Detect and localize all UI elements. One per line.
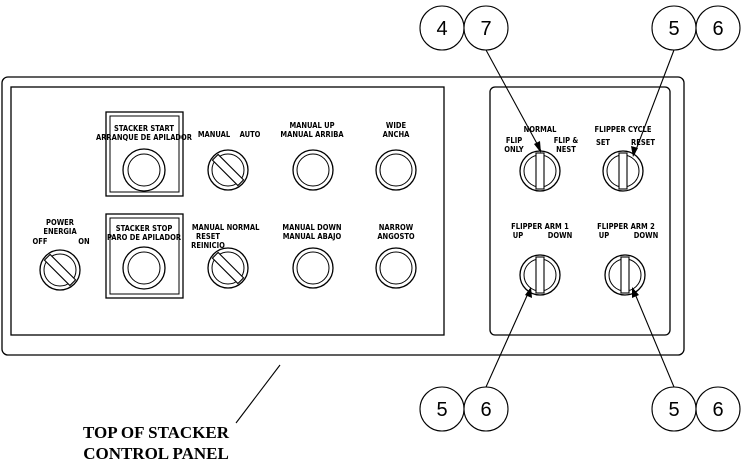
mode-nest-label: NEST [556,145,576,154]
manual-auto-right-label: AUTO [240,130,261,139]
wide-label: WIDE [386,121,407,130]
flipper-arm-2-title: FLIPPER ARM 2 [597,222,655,231]
drawing-title-line-2: CONTROL PANEL [83,444,229,463]
manual-reset-selector-switch[interactable] [207,247,249,289]
flipper-arm-1-selector-switch[interactable] [519,254,561,296]
callout-bottom-right-num-1: 5 [668,399,679,421]
flipper-arm-1-down-label: DOWN [548,231,573,240]
flipper-arm-2-down-label: DOWN [634,231,659,240]
right-control-plate [489,86,671,336]
flipper-cycle-title: FLIPPER CYCLE [595,125,652,134]
leader-line-top-left [485,49,542,153]
stacker-start-sublabel: ARRANQUE DE APILADOR [96,133,193,142]
callout-bottom-left: 5 6 [419,386,509,432]
callout-bottom-right-num-2: 6 [712,399,723,421]
stacker-start-label: STACKER START [114,124,174,133]
flipper-cycle-set-label: SET [596,138,610,147]
callout-top-left-num-2: 7 [480,18,491,40]
stacker-start-frame-inner [109,115,180,193]
mode-flip-label: FLIP [506,136,522,145]
panel-enclosure [1,76,685,356]
manual-up-label: MANUAL UP [289,121,334,130]
callout-top-left-num-1: 4 [436,18,447,40]
narrow-label: NARROW [379,223,414,232]
flipper-arm-1-title: FLIPPER ARM 1 [511,222,569,231]
manual-reset-normal-label: NORMAL [227,223,261,232]
flipper-arm-2-selector-switch[interactable] [604,254,646,296]
manual-down-button[interactable] [292,247,334,289]
leader-line-title [235,364,281,424]
stacker-stop-frame-inner [109,217,180,295]
flipper-cycle-reset-label: RESET [631,138,655,147]
stacker-stop-sublabel: PARO DE APILADOR [107,233,182,242]
drawing-title-line-1: TOP OF STACKER [83,423,230,442]
flipper-arm-1-up-label: UP [513,231,523,240]
callout-top-right: 5 6 [651,5,741,51]
manual-reset-sublabel: RESET [196,232,220,241]
callout-bottom-left-num-2: 6 [480,399,491,421]
callout-bottom-right: 5 6 [651,386,741,432]
leader-line-bottom-left [485,287,532,388]
left-control-plate [10,86,445,336]
manual-down-label: MANUAL DOWN [282,223,341,232]
power-on-label: ON [78,237,90,246]
manual-auto-left-label: MANUAL [198,130,231,139]
stacker-stop-label: STACKER STOP [116,224,173,233]
stacker-start-frame-outer [105,111,184,197]
manual-auto-selector-switch[interactable] [207,149,249,191]
manual-down-sublabel: MANUAL ABAJO [283,232,342,241]
manual-up-button[interactable] [292,149,334,191]
callout-bottom-left-num-1: 5 [436,399,447,421]
manual-reset-label: MANUAL [192,223,225,232]
flipper-arm-2-up-label: UP [599,231,609,240]
narrow-sublabel: ANGOSTO [377,232,415,241]
wide-button[interactable] [375,149,417,191]
power-title: POWER [46,218,75,227]
mode-flip-nest-label: FLIP & [554,136,579,145]
leader-line-bottom-right [632,287,675,388]
power-off-label: OFF [33,237,48,246]
mode-only-label: ONLY [504,145,524,154]
manual-up-sublabel: MANUAL ARRIBA [280,130,344,139]
flipper-cycle-selector-switch[interactable] [602,150,644,192]
stacker-start-button[interactable] [122,148,166,192]
callout-top-left: 4 7 [419,5,509,51]
callout-top-right-num-1: 5 [668,18,679,40]
power-subtitle: ENERGIA [43,227,77,236]
power-selector-switch[interactable] [39,249,81,291]
leader-line-top-right [631,49,675,157]
stacker-stop-frame-outer [105,213,184,299]
narrow-button[interactable] [375,247,417,289]
stacker-stop-button[interactable] [122,246,166,290]
manual-reset-sublabel-2: REINICIO [191,241,225,250]
callout-top-right-num-2: 6 [712,18,723,40]
wide-sublabel: ANCHA [383,130,410,139]
mode-selector-switch[interactable] [519,150,561,192]
mode-normal-label: NORMAL [524,125,558,134]
